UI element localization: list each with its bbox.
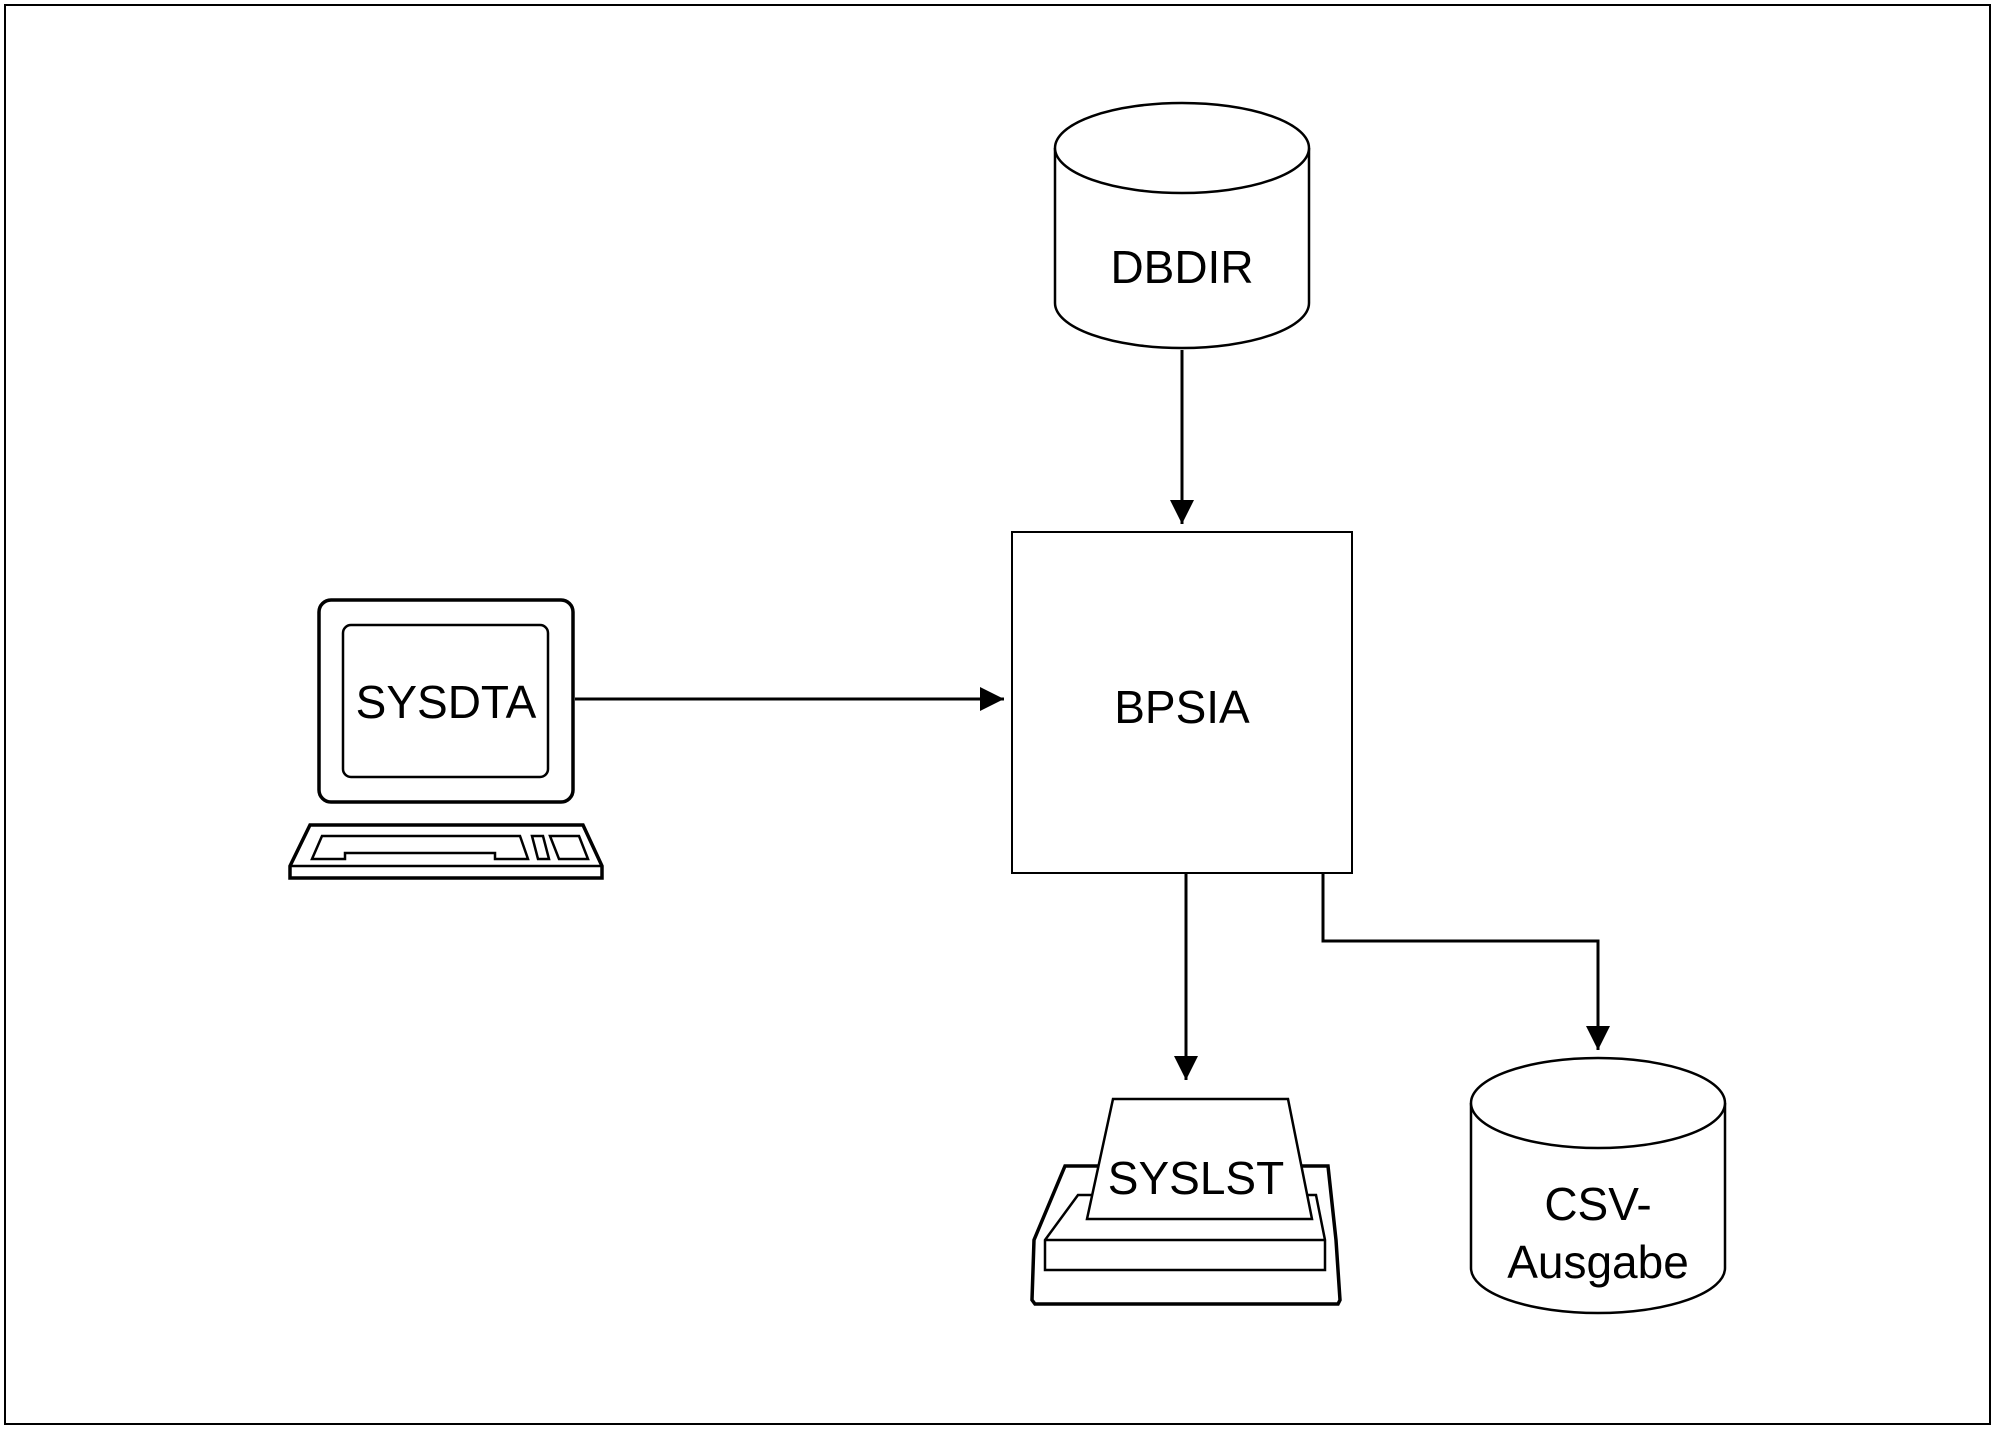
dbdir-cylinder-top	[1053, 101, 1311, 195]
bpsia-box	[1011, 531, 1353, 874]
edge-bpsia-to-csv	[1321, 873, 1610, 1050]
csv-ausgabe-node: CSV- Ausgabe	[1469, 1056, 1727, 1315]
dbdir-label: DBDIR	[1110, 241, 1253, 293]
dbdir-node: DBDIR	[1053, 101, 1311, 350]
syslst-label: SYSLST	[1108, 1152, 1284, 1204]
csv-label-line1: CSV-	[1544, 1178, 1651, 1230]
csv-cylinder-top	[1469, 1056, 1727, 1150]
keyboard-key-small-2	[548, 834, 590, 861]
csv-label-line2: Ausgabe	[1507, 1236, 1689, 1288]
terminal-icon	[288, 598, 604, 880]
keyboard-main-keys	[310, 834, 530, 861]
bpsia-label: BPSIA	[1114, 681, 1250, 733]
dbdir-cylinder-body	[1053, 148, 1311, 350]
sysdta-label: SYSDTA	[356, 676, 537, 728]
syslst-node: SYSLST	[1030, 1097, 1342, 1306]
csv-cylinder-body	[1469, 1103, 1727, 1315]
printer-icon	[1030, 1097, 1342, 1306]
sysdta-node: SYSDTA	[288, 598, 604, 880]
connectors	[575, 350, 1610, 1080]
bpsia-node: BPSIA	[1011, 531, 1353, 874]
printer-paper	[1085, 1097, 1314, 1221]
terminal-screen	[341, 623, 550, 779]
keyboard-key-small-1	[530, 834, 551, 861]
